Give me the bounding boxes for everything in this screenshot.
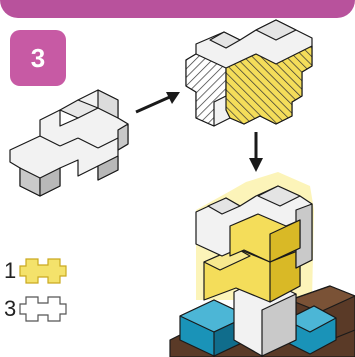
loose-white-brick-icon — [10, 90, 128, 196]
hatched-assembly-preview-icon — [186, 20, 312, 126]
white-plus-brick-icon — [18, 294, 72, 324]
parts-list-item: 1 — [4, 252, 84, 290]
parts-list: 1 3 — [4, 252, 84, 328]
yellow-plus-brick-icon — [18, 256, 72, 286]
arrow-down-icon — [249, 132, 263, 172]
part-quantity: 1 — [4, 258, 18, 284]
built-model-icon — [170, 172, 355, 357]
arrow-right-icon — [136, 92, 180, 112]
parts-list-item: 3 — [4, 290, 84, 328]
part-quantity: 3 — [4, 296, 18, 322]
